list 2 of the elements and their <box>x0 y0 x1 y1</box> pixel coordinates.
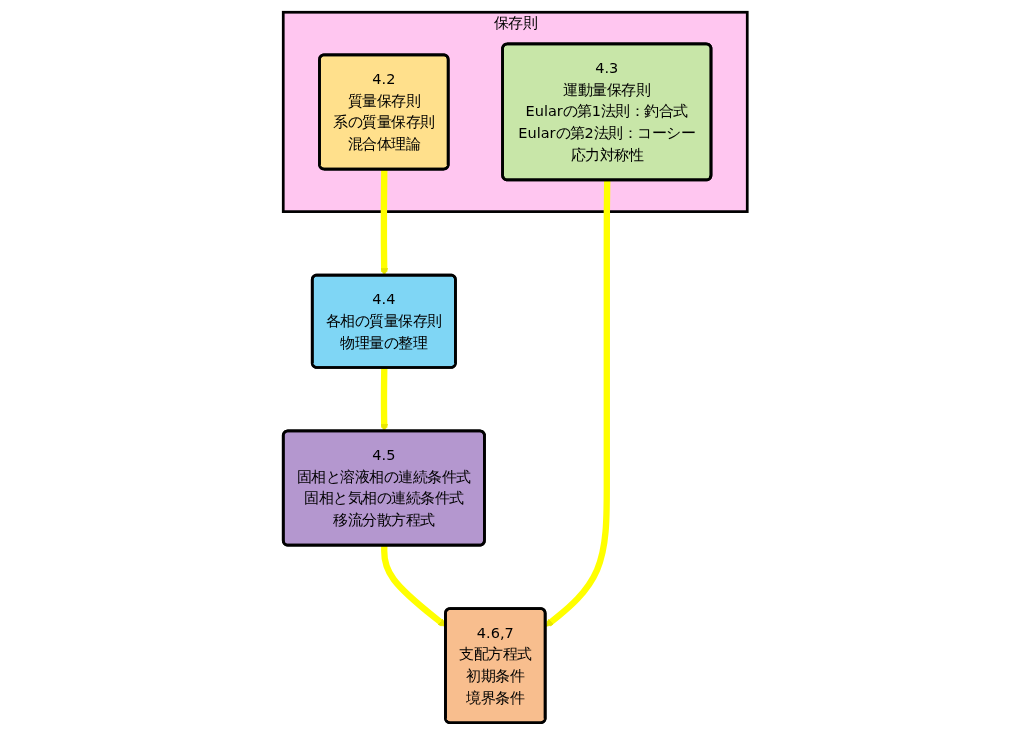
arrow <box>545 180 611 627</box>
arrow <box>380 169 389 276</box>
